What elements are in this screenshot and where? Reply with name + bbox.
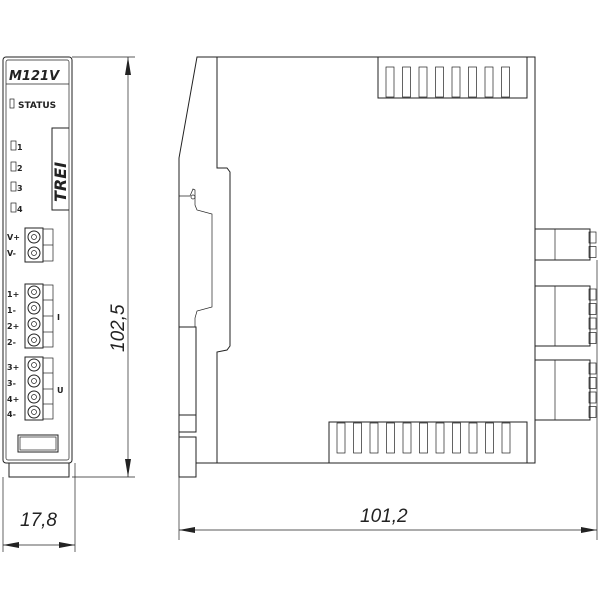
arrow-right-icon <box>581 527 597 533</box>
side-view <box>178 56 597 478</box>
vent-slot <box>402 422 412 454</box>
arrow-down-icon <box>125 459 131 477</box>
vent-slot <box>386 422 395 454</box>
connector-clamp <box>42 357 54 420</box>
connector-tab <box>588 231 597 244</box>
group-label-u: U <box>57 386 64 395</box>
clip-slider <box>178 326 197 416</box>
status-label: STATUS <box>18 101 56 111</box>
led-3 <box>10 181 17 192</box>
led-label-3: 3 <box>17 184 23 193</box>
status-led <box>9 98 15 109</box>
terminal-label: 2- <box>7 338 16 347</box>
connector-body <box>24 227 44 263</box>
side-connectors <box>534 228 597 421</box>
vent-slot <box>419 422 428 454</box>
connector-tab <box>588 362 597 375</box>
vent-slot <box>435 422 445 454</box>
vent-slot <box>369 422 379 454</box>
din-clip-outline <box>178 56 217 478</box>
depth-dimension: 101,2 <box>178 260 598 540</box>
power-connector-side <box>534 228 591 261</box>
din-rail-hook <box>179 188 213 327</box>
led-label-2: 2 <box>17 164 23 173</box>
brand-plate <box>51 127 69 211</box>
side-body <box>216 56 536 464</box>
brand-label: TREI <box>51 162 70 202</box>
height-dimension: 102,5 <box>72 56 135 478</box>
terminal-label: 1+ <box>7 290 19 299</box>
vent-slot <box>501 422 511 454</box>
led-1 <box>10 140 17 151</box>
current-connector-side <box>534 285 591 347</box>
led-label-4: 4 <box>17 205 23 214</box>
label-slot <box>17 434 59 453</box>
terminal-label: 1- <box>7 306 16 315</box>
terminal-label: 3- <box>7 379 16 388</box>
arrow-left-icon <box>179 527 195 533</box>
voltage-connector-side <box>534 359 591 421</box>
vent-slot <box>485 422 494 454</box>
connector-body <box>24 283 44 349</box>
vent-slot <box>402 66 411 98</box>
connector-tab <box>588 332 597 344</box>
connector-tab <box>588 377 597 389</box>
front-view: M121V STATUS TREI 1 2 3 4 V+ V- <box>2 56 73 478</box>
height-value: 102,5 <box>108 304 129 352</box>
connector-tab <box>588 391 597 404</box>
terminal-label: 4- <box>7 410 16 419</box>
connector-tab <box>588 406 597 418</box>
terminal-label: 2+ <box>7 322 19 331</box>
bottom-vent <box>328 421 528 464</box>
arrow-up-icon <box>125 57 131 75</box>
vent-slot <box>451 66 461 98</box>
channel-leds: 1 2 3 4 <box>10 140 23 214</box>
power-connector: V+ V- <box>7 227 54 263</box>
group-label-i: I <box>57 313 60 322</box>
width-dimension: 17,8 <box>2 463 76 552</box>
connector-tab <box>588 317 597 330</box>
vent-slot <box>501 66 510 98</box>
vent-slot <box>452 422 461 454</box>
depth-value: 101,2 <box>360 506 408 527</box>
voltage-input-connector: 3+ 3- 4+ 4- U <box>7 356 64 421</box>
terminal-label: 4+ <box>7 395 19 404</box>
current-input-connector: 1+ 1- 2+ 2- I <box>7 283 60 349</box>
connector-tab <box>588 246 597 258</box>
arrow-left-icon <box>3 542 19 548</box>
front-foot <box>8 462 70 478</box>
vent-slot <box>385 66 395 98</box>
vent-slot <box>468 422 478 454</box>
terminal-label: 3+ <box>7 363 19 372</box>
vent-slot <box>336 422 346 454</box>
vent-slot <box>353 422 362 454</box>
terminal-label-v-minus: V- <box>7 249 16 258</box>
vent-slot <box>468 66 477 98</box>
led-4 <box>10 202 17 213</box>
led-label-1: 1 <box>17 143 23 152</box>
model-label: M121V <box>9 69 60 84</box>
vent-slot <box>418 66 428 98</box>
front-inner-outline <box>5 59 70 461</box>
vent-slot <box>484 66 494 98</box>
width-value: 17,8 <box>20 510 57 531</box>
terminal-label-v-plus: V+ <box>7 233 20 242</box>
vent-slot <box>435 66 444 98</box>
arrow-right-icon <box>59 542 75 548</box>
connector-tab <box>588 303 597 315</box>
connector-tab <box>588 288 597 301</box>
top-vent <box>377 56 528 99</box>
led-2 <box>10 161 17 172</box>
